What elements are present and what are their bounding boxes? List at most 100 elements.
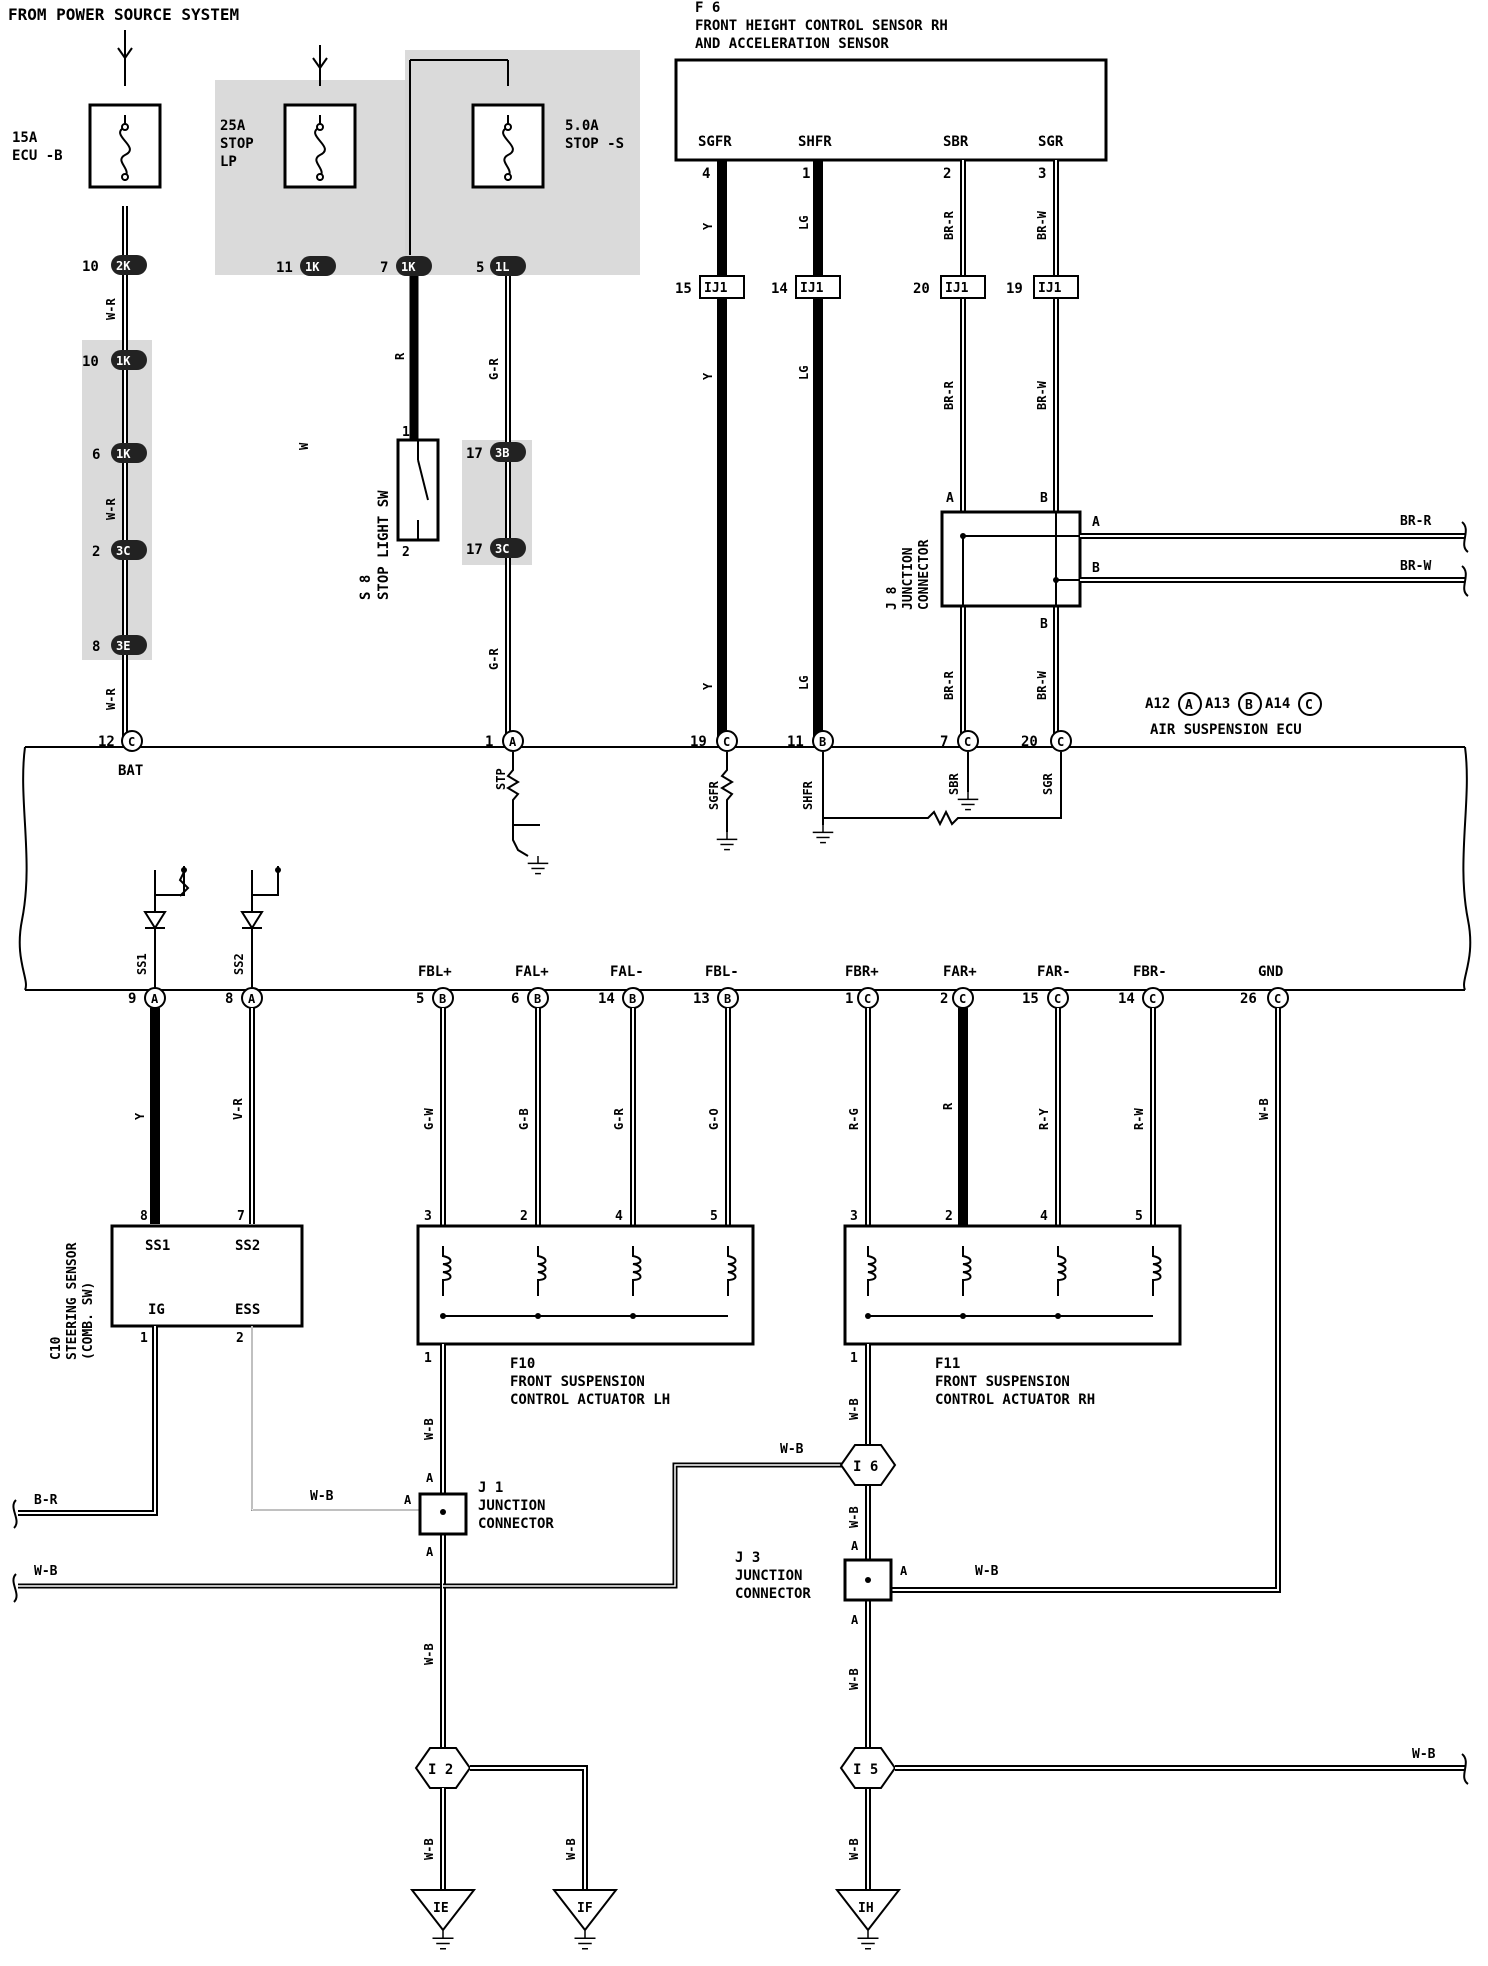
ij1-sgr-code: IJ1 [1038, 281, 1062, 296]
ecu-conn-label-a13: A13 [1205, 696, 1230, 712]
actuator-rh: 3 2 4 5 1 F11 FRONT SUSPENSION CONTROL A… [843, 1209, 1182, 1408]
ecu-pin-ss1-num: 9 [128, 991, 136, 1007]
act-lh-code: F10 [510, 1356, 535, 1372]
j8-pin-b-top: B [1040, 491, 1048, 506]
conn-1k-11-code: 1K [305, 260, 320, 274]
wire-gnd-label: W-B [1257, 1098, 1271, 1120]
act-rh-pin2: 2 [945, 1209, 953, 1224]
ecu-pin-bat-label: BAT [118, 763, 143, 779]
ecu-lower-pins: SS1 SS2 A 9 A 8 FBL+ FAL+ FAL- FBL- FBR+… [128, 866, 1289, 1009]
wire-rg-label: R-G [847, 1108, 861, 1130]
conn-1k-11-pin: 11 [276, 260, 293, 276]
j1-pin-a-left: A [404, 1493, 412, 1507]
junction-j8: A B B A B BR-R BR-W J 8 JUNCTION CONNECT… [885, 491, 1469, 632]
j3-pin-a-top: A [851, 1539, 859, 1553]
act-rh-pin1: 3 [850, 1209, 858, 1224]
wire-ry-label: R-Y [1037, 1108, 1051, 1130]
steering-ss1-num: 8 [140, 1209, 148, 1224]
ecu-conn-b-letter: B [1245, 698, 1253, 713]
wire-brw-label-3: BR-W [1035, 670, 1049, 700]
j3-pin-a-bottom: A [851, 1613, 859, 1627]
act-lh-pin2: 2 [520, 1209, 528, 1224]
ij1-sbr-code: IJ1 [945, 281, 969, 296]
steering-code: C10 [49, 1336, 64, 1360]
wire-wb-rh-2: W-B [847, 1506, 861, 1528]
sensor-pin-sgfr-name: SGFR [698, 134, 732, 150]
act-rh-name1: FRONT SUSPENSION [935, 1374, 1070, 1390]
wire-y-label-1: Y [701, 222, 715, 230]
ecu-pin-sbr-conn: C [964, 735, 971, 749]
ecu-pin-gnd-conn: C [1274, 992, 1281, 1006]
ecu-pin-fal-minus-num: 14 [598, 991, 615, 1007]
wire-wr-label-1: W-R [104, 298, 118, 320]
ecu-label-ss1: SS1 [135, 953, 149, 975]
steering-sensor: 8 7 SS1 SS2 IG ESS 1 2 C10 STEERING SENS… [12, 1209, 420, 1529]
i2-label: I 2 [428, 1762, 453, 1778]
ecu-label-fbl-minus: FBL- [705, 964, 739, 980]
ecu-pin-far-minus-conn: C [1054, 992, 1061, 1006]
wire-wb-right-label: W-B [1412, 1747, 1436, 1762]
ecu-pin-stp-label: STP [494, 768, 508, 790]
act-rh-gnd-pin: 1 [850, 1351, 858, 1366]
wire-ss2-label: V-R [231, 1098, 245, 1120]
wire-lg-label-3: LG [797, 676, 811, 690]
j8-name-line2: CONNECTOR [917, 539, 932, 610]
wire-wb-gnd-label: W-B [975, 1564, 999, 1579]
steering-ss1: SS1 [145, 1238, 170, 1254]
fuse-15a-rating: 15A [12, 130, 38, 146]
j8-name-line1: JUNCTION [901, 547, 916, 610]
wire-brw-label-1: BR-W [1035, 210, 1049, 240]
fuse-25a-rating: 25A [220, 118, 246, 134]
wire-wr-label-2: W-R [104, 498, 118, 520]
fuse-25a-name: STOP [220, 136, 254, 152]
wire-r2-label: R [941, 1102, 955, 1110]
air-suspension-ecu: A12 A A13 B A14 C AIR SUSPENSION ECU [18, 692, 1472, 991]
actuator-wires: Y V-R G-W G-B G-R G-O R-G R R-Y R-W W-B [133, 1008, 1281, 1593]
steering-name-line1: STEERING SENSOR [65, 1242, 80, 1360]
ecu-pin-far-plus-conn: C [959, 992, 966, 1006]
i5-label: I 5 [853, 1762, 878, 1778]
act-rh-name2: CONTROL ACTUATOR RH [935, 1392, 1095, 1408]
ecu-pin-sgr-conn: C [1057, 735, 1064, 749]
ij1-sbr-pin: 20 [913, 281, 930, 297]
wire-wb-rh-1: W-B [847, 1398, 861, 1420]
steering-ss2: SS2 [235, 1238, 260, 1254]
wire-wb-if: W-B [564, 1838, 578, 1860]
if-label: IF [577, 1901, 593, 1916]
ecu-pin-sgr-num: 20 [1021, 734, 1038, 750]
conn-3e-8: 3E 8 [92, 635, 147, 655]
ecu-pin-stp-conn: A [509, 735, 517, 749]
ecu-pin-stp-num: 1 [485, 734, 493, 750]
j1-name2: CONNECTOR [478, 1516, 554, 1532]
fuse-15a: 15A ECU -B [12, 30, 160, 187]
j3-code: J 3 [735, 1550, 760, 1566]
ecu-pin-bat-conn: C [128, 735, 135, 749]
j8-pin-a-top: A [946, 491, 954, 506]
left-wr-chain: 2K 10 W-R 1K 10 1K 6 W-R 3C 2 3E 8 W-R C… [82, 206, 147, 779]
ecu-pin-fbr-minus-num: 14 [1118, 991, 1135, 1007]
wire-brr-label-3: BR-R [942, 670, 956, 700]
steering-ig: IG [148, 1302, 165, 1318]
wire-wb-rh-3: W-B [847, 1668, 861, 1690]
conn-3b-pin: 17 [466, 446, 483, 462]
steering-name-line2: (COMB. SW) [81, 1282, 96, 1360]
conn-3c-pin: 17 [466, 542, 483, 558]
ecu-label-fal-plus: FAL+ [515, 964, 549, 980]
j8-out-b-wire: BR-W [1400, 559, 1431, 574]
conn-2k: 2K 10 [82, 255, 147, 275]
fuse-5a-rating: 5.0A [565, 118, 599, 134]
wire-gw-label: G-W [422, 1108, 436, 1130]
ecu-pin-sbr-num: 7 [940, 734, 948, 750]
ecu-pin-far-plus-num: 2 [940, 991, 948, 1007]
sensor-wires: SGFR SHFR SBR SGR 4 1 2 3 IJ1 15 IJ1 14 … [675, 134, 1079, 851]
power-source-label: FROM POWER SOURCE SYSTEM [8, 5, 239, 24]
sensor-name-line1: FRONT HEIGHT CONTROL SENSOR RH [695, 18, 948, 34]
ecu-pin-gnd-num: 26 [1240, 991, 1257, 1007]
wire-r-label: R [393, 352, 407, 360]
j8-pin-b-right: B [1092, 561, 1100, 576]
fuse-5a-name: STOP -S [565, 136, 624, 152]
conn-1l-5-pin: 5 [476, 260, 484, 276]
ecu-pin-sgfr-num: 19 [690, 734, 707, 750]
conn-3c-code: 3C [495, 542, 509, 556]
sensor-pin-shfr-num: 1 [802, 166, 810, 182]
